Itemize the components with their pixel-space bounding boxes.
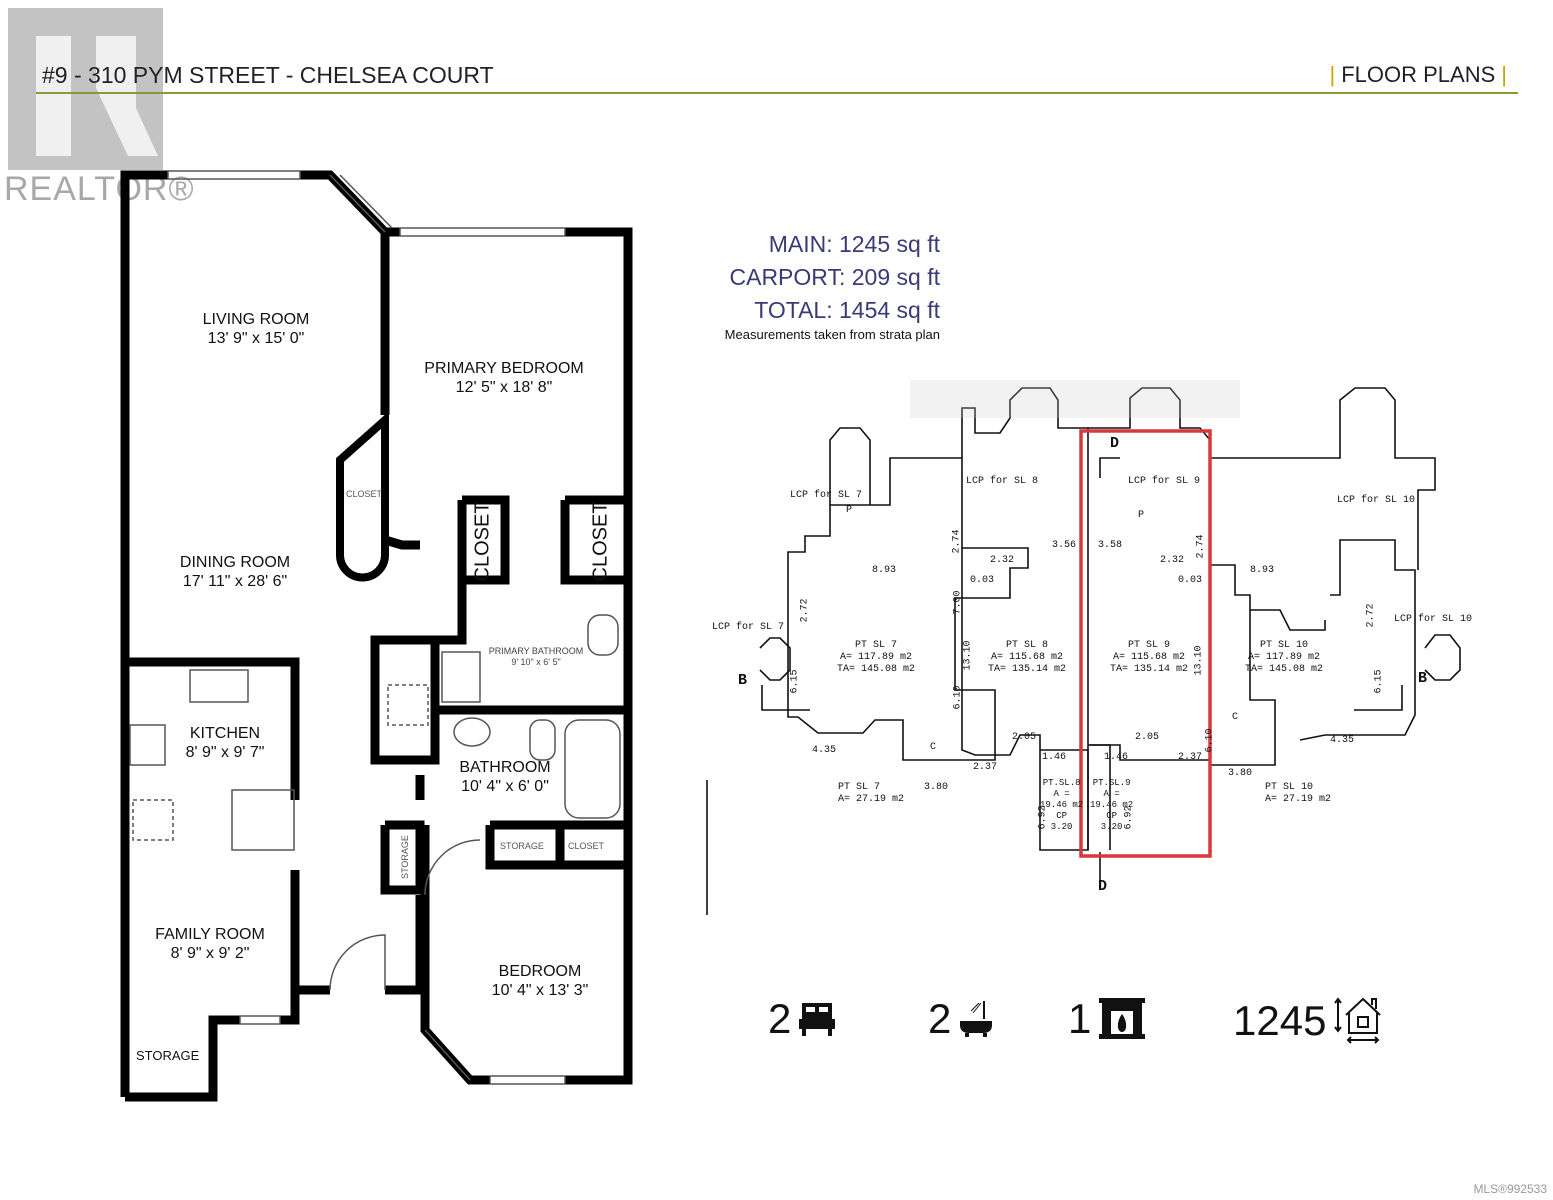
dimension: 6.15 xyxy=(789,669,801,694)
closet-label: CLOSET xyxy=(589,501,612,582)
dimension: 1.46 xyxy=(1042,752,1067,763)
strata-label: LCP for SL 10 xyxy=(1337,495,1416,506)
dimension: 8.93 xyxy=(872,565,897,576)
dimension: 7.00 xyxy=(952,590,964,615)
dimension: 2.72 xyxy=(1365,603,1377,628)
closet-label: CLOSET xyxy=(568,841,605,851)
highlight-unit-9 xyxy=(1079,429,1212,858)
dimension: 6.92 xyxy=(1037,805,1049,830)
bedroom-count: 2 xyxy=(768,995,836,1043)
carport-area: CARPORT: 209 sq ft xyxy=(729,264,941,290)
strata-plan-drawing xyxy=(706,380,1461,915)
dimension: 6.92 xyxy=(1123,805,1135,830)
strata-label: P xyxy=(846,505,853,516)
section-label: |FLOOR PLANS| xyxy=(1329,62,1507,87)
closet-label: CLOSET xyxy=(471,501,494,582)
dimension: 8.93 xyxy=(1250,565,1275,576)
dimension: 13.10 xyxy=(962,640,974,671)
strata-label: P xyxy=(1138,510,1145,521)
dimension: 2.37 xyxy=(1178,752,1203,763)
dimension: 3.58 xyxy=(1098,540,1123,551)
dimension: 2.72 xyxy=(799,598,811,623)
mls-number: MLS®992533 xyxy=(1473,1182,1547,1196)
dimension: 2.32 xyxy=(1160,555,1185,566)
strata-label: LCP for SL 10 xyxy=(1394,614,1473,625)
dimension: 2.05 xyxy=(1012,732,1037,743)
section-marker-b: B xyxy=(738,672,748,689)
bathtub-icon xyxy=(960,1001,993,1037)
strata-label: LCP for SL 9 xyxy=(1128,476,1201,487)
dimension: 2.37 xyxy=(973,762,998,773)
dimension: 13.10 xyxy=(1193,645,1205,676)
dimension: 4.35 xyxy=(812,745,837,756)
section-marker-d: D xyxy=(1098,878,1108,895)
dimension: 2.74 xyxy=(951,529,963,554)
dimension: 4.35 xyxy=(1330,735,1355,746)
square-footage: 1245 xyxy=(1233,995,1382,1047)
dimension: 3.80 xyxy=(924,782,949,793)
dimension: 0.03 xyxy=(1178,575,1203,586)
strata-label: LCP for SL 7 xyxy=(712,622,785,633)
dimension: 6.10 xyxy=(952,685,964,710)
fireplace-icon xyxy=(1099,998,1146,1039)
header-divider xyxy=(36,92,1518,94)
dimension: 2.32 xyxy=(990,555,1015,566)
dimension: 2.05 xyxy=(1135,732,1160,743)
bed-icon xyxy=(799,1003,836,1036)
fireplace-count: 1 xyxy=(1068,995,1146,1043)
dimension: 0.03 xyxy=(970,575,995,586)
strata-label: C xyxy=(1232,712,1239,723)
property-title: #9 - 310 PYM STREET - CHELSEA COURT xyxy=(42,62,494,88)
section-marker-d: D xyxy=(1110,435,1120,452)
dimension: 6.15 xyxy=(1373,669,1385,694)
floor-plan-drawing xyxy=(120,170,633,1102)
strata-label: C xyxy=(930,742,937,753)
measurement-note: Measurements taken from strata plan xyxy=(724,327,940,342)
main-area: MAIN: 1245 sq ft xyxy=(768,231,940,257)
bathroom-count: 2 xyxy=(928,995,993,1043)
dimension: 3.80 xyxy=(1228,768,1253,779)
strata-label: LCP for SL 8 xyxy=(966,476,1039,487)
dimension: 3.56 xyxy=(1052,540,1077,551)
strata-label: LCP for SL 7 xyxy=(790,490,863,501)
storage-label: STORAGE xyxy=(136,1048,200,1063)
closet-label: CLOSET xyxy=(346,489,383,499)
storage-label: STORAGE xyxy=(400,835,410,879)
area-summary: MAIN: 1245 sq ft CARPORT: 209 sq ft TOTA… xyxy=(725,228,940,343)
storage-label: STORAGE xyxy=(500,841,544,851)
dimension: 1.46 xyxy=(1104,752,1129,763)
total-area: TOTAL: 1454 sq ft xyxy=(754,297,940,323)
house-size-icon xyxy=(1334,997,1382,1044)
dimension: 6.10 xyxy=(1204,728,1216,753)
realtor-logo xyxy=(8,8,163,170)
dimension: 2.74 xyxy=(1195,534,1207,559)
section-marker-b: B xyxy=(1418,670,1428,687)
